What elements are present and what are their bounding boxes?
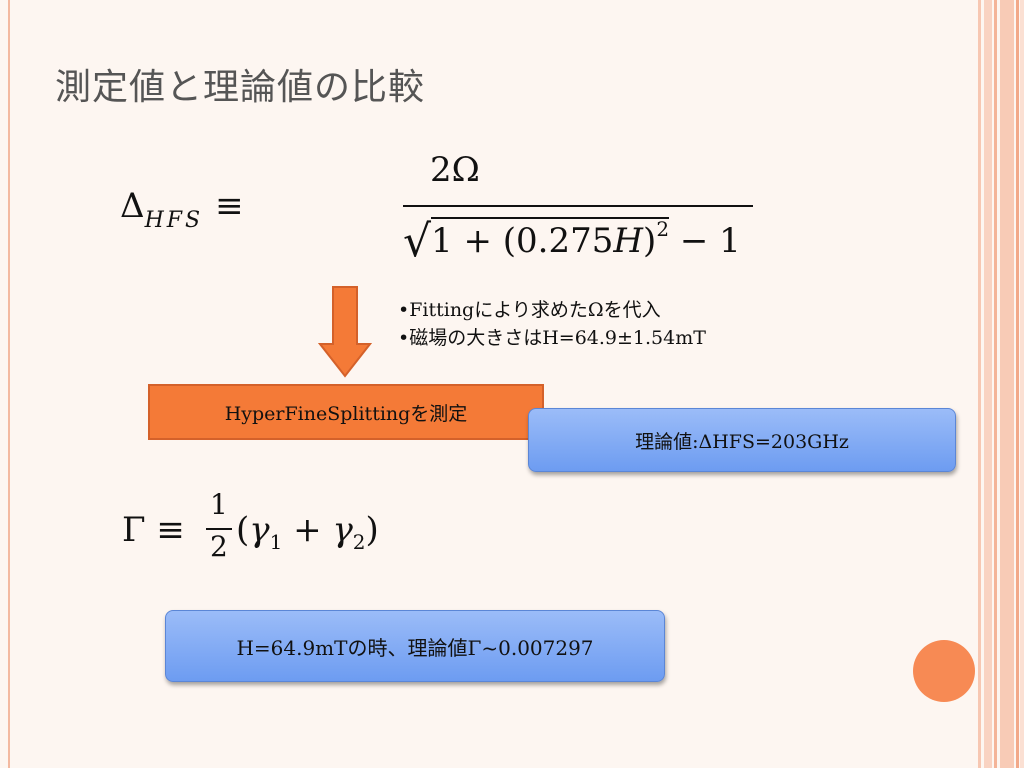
- radicand-exponent: 2: [656, 217, 670, 241]
- gamma-formula: Γ ≡ 1 2 (γ1 + γ2): [122, 488, 422, 578]
- paren-close: ): [365, 510, 379, 550]
- theory-hfs-box: 理論値:ΔHFS=203GHz: [528, 408, 956, 472]
- bullet-list: •Fittingにより求めたΩを代入 •磁場の大きさはH=64.9±1.54mT: [398, 296, 706, 352]
- radicand: 1 + (0.275H)2: [431, 217, 670, 261]
- delta-symbol: Δ: [120, 186, 145, 226]
- half-numerator: 1: [210, 488, 228, 521]
- plus-sign: +: [282, 510, 333, 550]
- radical-sign: √: [403, 216, 432, 267]
- fraction-bar: [403, 205, 753, 207]
- slide-title: 測定値と理論値の比較: [55, 67, 426, 108]
- decorative-stripe: [994, 0, 997, 768]
- denominator-tail: − 1: [669, 221, 741, 261]
- paren-open: (: [236, 510, 250, 550]
- half-fraction-bar: [206, 528, 232, 530]
- bullet-item: •磁場の大きさはH=64.9±1.54mT: [398, 327, 706, 349]
- measurement-box: HyperFineSplittingを測定: [148, 384, 544, 440]
- gamma-formula-lhs: Γ ≡: [122, 510, 185, 550]
- decorative-stripe: [1020, 0, 1024, 768]
- gamma-sub-2: 2: [352, 530, 366, 554]
- decorative-stripe: [984, 0, 992, 768]
- left-border-line: [8, 0, 10, 768]
- decorative-stripe: [1016, 0, 1019, 768]
- decorative-stripe: [1000, 0, 1014, 768]
- hfs-subscript: HFS: [144, 208, 204, 233]
- theory-gamma-box: H=64.9mTの時、理論値Γ~0.007297: [165, 610, 665, 682]
- down-arrow-icon: [318, 286, 372, 378]
- gamma-sub-1: 1: [269, 530, 283, 554]
- half-denominator: 2: [210, 530, 228, 563]
- hfs-numerator: 2Ω: [430, 150, 480, 190]
- radicand-variable: H: [613, 221, 644, 261]
- equiv-symbol: ≡: [215, 186, 244, 226]
- hfs-formula: ΔHFS ≡ 2Ω √1 + (0.275H)2 − 1: [120, 150, 753, 270]
- decorative-circle: [913, 640, 975, 702]
- gamma-var-2: γ: [332, 510, 353, 550]
- radicand-close: ): [643, 221, 657, 261]
- radicand-prefix: 1 + (0.275: [431, 221, 614, 261]
- bullet-item: •Fittingにより求めたΩを代入: [398, 299, 661, 321]
- gamma-var-1: γ: [249, 510, 270, 550]
- hfs-denominator: √1 + (0.275H)2 − 1: [403, 212, 741, 267]
- hfs-formula-lhs: ΔHFS ≡: [120, 186, 244, 233]
- decorative-stripe: [978, 0, 981, 768]
- gamma-sum: (γ1 + γ2): [236, 510, 379, 554]
